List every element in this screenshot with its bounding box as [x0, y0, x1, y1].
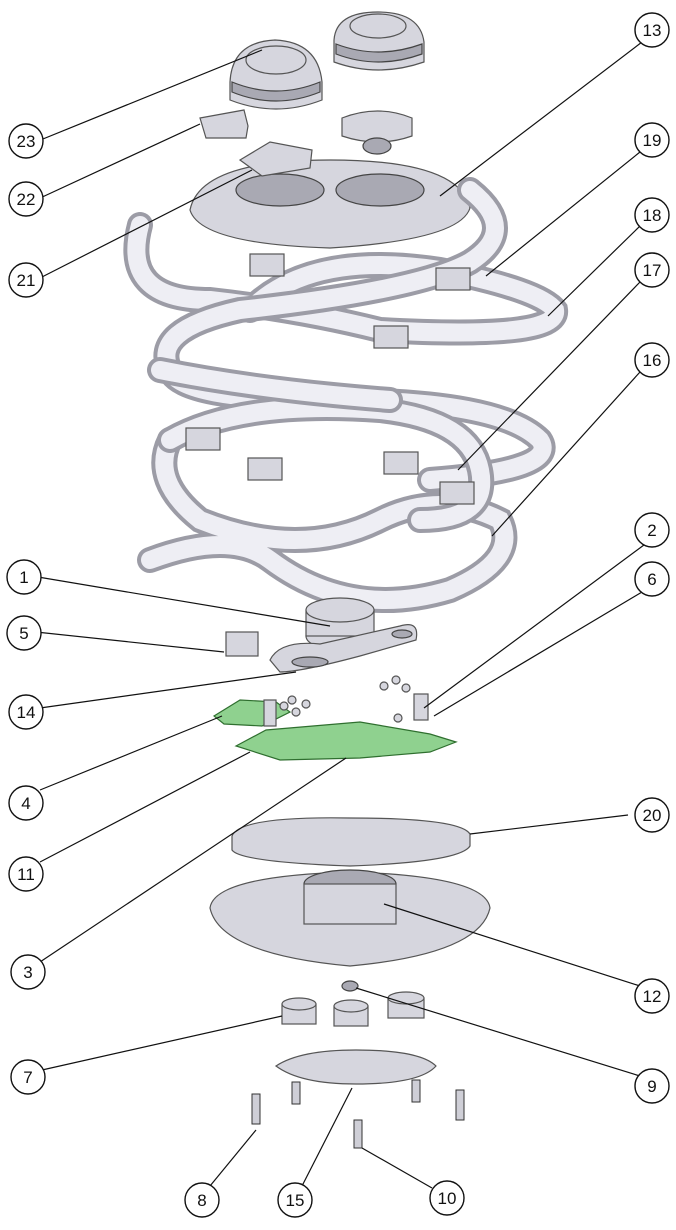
callout-7: 7 [10, 1059, 46, 1095]
callout-15-label: 15 [286, 1191, 305, 1210]
leader-lines [35, 41, 649, 1189]
callout-20-label: 20 [643, 806, 662, 825]
callout-5-label: 5 [19, 624, 28, 643]
callout-14-label: 14 [17, 703, 36, 722]
part-base-housing [209, 869, 491, 967]
part-pcb-main [234, 721, 458, 761]
callout-1-label: 1 [19, 568, 28, 587]
part-pcb-small [212, 699, 292, 727]
callout-9-label: 9 [647, 1077, 656, 1096]
callout-7-label: 7 [23, 1068, 32, 1087]
callout-5: 5 [6, 615, 42, 651]
part-strap [269, 624, 418, 673]
callout-20: 20 [634, 797, 670, 833]
callout-23: 23 [8, 123, 44, 159]
callout-23-label: 23 [17, 132, 36, 151]
callout-19: 19 [634, 122, 670, 158]
part-drawings [123, 11, 568, 1149]
callout-2: 2 [634, 512, 670, 548]
callout-4: 4 [8, 785, 44, 821]
callout-13-label: 13 [643, 21, 662, 40]
callout-11-label: 11 [17, 865, 35, 884]
part-block-5 [225, 631, 259, 657]
callout-6-label: 6 [647, 570, 656, 589]
part-nut [341, 980, 359, 992]
callout-22-label: 22 [17, 190, 36, 209]
callout-12-label: 12 [643, 987, 662, 1006]
callout-21-label: 21 [17, 271, 36, 290]
part-dome-left [229, 39, 323, 110]
callout-9: 9 [634, 1068, 670, 1104]
part-perforated-plate [189, 141, 471, 249]
callout-16-label: 16 [643, 351, 662, 370]
callout-14: 14 [8, 694, 44, 730]
callout-17: 17 [634, 252, 670, 288]
callout-22: 22 [8, 181, 44, 217]
part-screws [251, 1079, 465, 1149]
callout-6: 6 [634, 561, 670, 597]
callout-10-label: 10 [438, 1189, 457, 1208]
callout-15: 15 [277, 1182, 313, 1218]
part-lid [231, 817, 471, 867]
callout-21: 21 [8, 262, 44, 298]
callout-8: 8 [184, 1182, 220, 1218]
callout-8-label: 8 [197, 1191, 206, 1210]
callout-19-label: 19 [643, 131, 662, 150]
callout-3: 3 [10, 954, 46, 990]
callout-13: 13 [634, 12, 670, 48]
part-bottom-plate [274, 1049, 437, 1085]
callout-11: 11 [8, 856, 44, 892]
callout-18-label: 18 [643, 206, 662, 225]
callout-12: 12 [634, 978, 670, 1014]
callout-3-label: 3 [23, 963, 32, 982]
part-led-cluster [263, 675, 429, 727]
callout-4-label: 4 [21, 794, 30, 813]
callout-18: 18 [634, 197, 670, 233]
part-magnets [281, 991, 425, 1027]
callout-2-label: 2 [647, 521, 656, 540]
callout-10: 10 [429, 1180, 465, 1216]
part-bracket-22 [199, 109, 413, 155]
callout-1: 1 [6, 559, 42, 595]
part-tube-assembly [123, 177, 568, 613]
callout-17-label: 17 [643, 261, 662, 280]
callout-16: 16 [634, 342, 670, 378]
part-dome-right [333, 11, 425, 71]
